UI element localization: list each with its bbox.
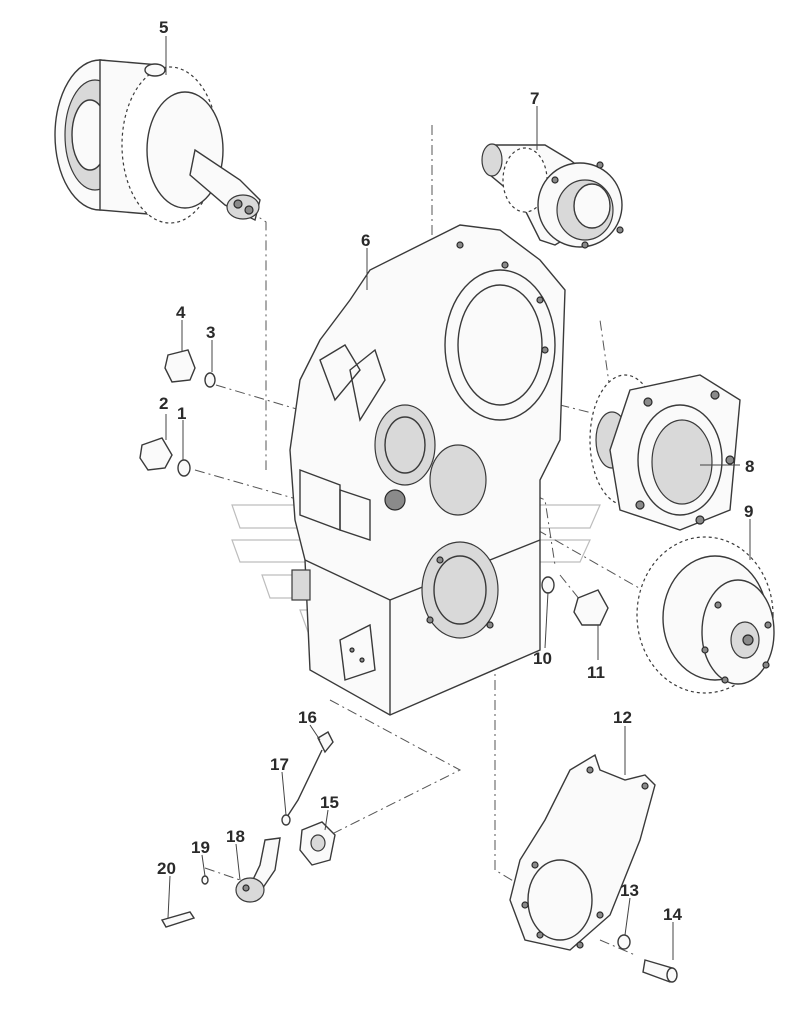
part-8-cover-assembly: [589, 374, 741, 531]
part-label-2: 2: [159, 394, 168, 413]
part-label-1: 1: [177, 404, 186, 423]
part-label-13: 13: [620, 881, 639, 900]
part-20-screw: [160, 911, 196, 928]
part-12-mounting-plate: [509, 753, 656, 951]
part-13-washer: [617, 934, 631, 950]
part-2-plug: [139, 437, 173, 471]
parts-small-fittings: [139, 349, 609, 626]
part-3-washer: [204, 372, 216, 388]
part-4-plug: [164, 349, 196, 383]
part-6-gearbox-housing: [289, 224, 566, 716]
part-label-8: 8: [745, 457, 754, 476]
leader-lines: [165, 36, 751, 960]
part-10-washer: [541, 576, 555, 594]
part-5-gear-shaft-assembly: [54, 59, 261, 224]
part-label-9: 9: [744, 502, 753, 521]
part-label-12: 12: [613, 708, 632, 727]
part-label-15: 15: [320, 793, 339, 812]
part-label-7: 7: [530, 89, 539, 108]
part-label-20: 20: [157, 859, 176, 878]
part-label-19: 19: [191, 838, 210, 857]
part-11-plug: [573, 589, 609, 626]
part-7-cap-shaft: [481, 143, 624, 249]
part-label-5: 5: [159, 18, 168, 37]
part-label-16: 16: [298, 708, 317, 727]
part-1-washer: [177, 459, 191, 477]
part-label-14: 14: [663, 905, 682, 924]
part-label-3: 3: [206, 323, 215, 342]
sensor-assembly: [160, 731, 336, 928]
part-labels: 1 2 3 4 5 6 7 8 9 10 11 12 13 14 15 16 1…: [157, 18, 754, 924]
part-17-oring: [281, 814, 291, 826]
part-9-large-gear: [636, 536, 775, 694]
part-label-11: 11: [587, 663, 605, 682]
part-16-sensor-tip: [317, 731, 334, 754]
part-label-17: 17: [270, 755, 289, 774]
part-label-6: 6: [361, 231, 370, 250]
part-label-10: 10: [533, 649, 552, 668]
part-label-4: 4: [176, 303, 186, 322]
parts-13-14-bolt-washer: [617, 934, 678, 983]
part-label-18: 18: [226, 827, 245, 846]
part-19-washer: [201, 875, 209, 885]
